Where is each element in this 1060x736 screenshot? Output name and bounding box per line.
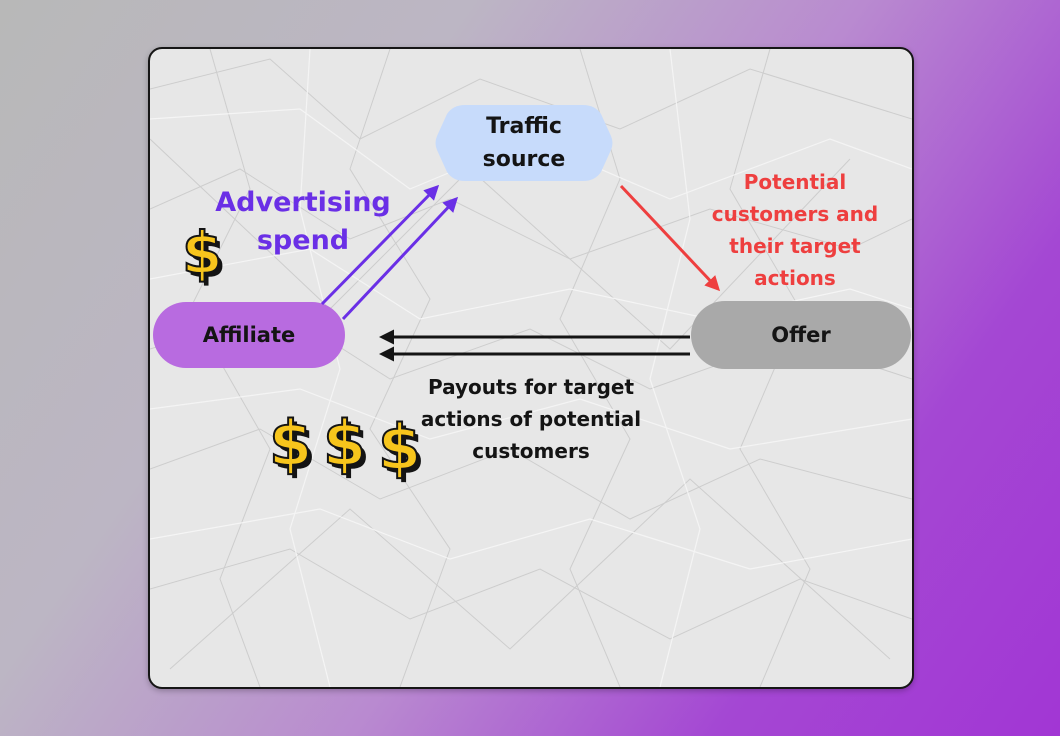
potential-customers-line4: actions [754,266,836,290]
diagram-card: Traffic source Affiliate Offer Advertisi… [148,47,914,689]
affiliate-node: Affiliate [153,302,345,368]
potential-customers-label: Potential customers and their target act… [696,166,894,294]
svg-text:$: $ [273,411,316,479]
dollar-sign-icon: $ $ [181,221,226,287]
traffic-source-node: Traffic source [435,102,613,184]
offer-label: Offer [771,323,831,347]
potential-customers-line2: customers and [711,202,879,226]
svg-text:$: $ [269,409,312,479]
advertising-spend-line1: Advertising [215,187,391,218]
payouts-label: Payouts for target actions of potential … [404,371,658,467]
payouts-line3: customers [472,439,590,463]
svg-text:$: $ [327,411,370,479]
potential-customers-line1: Potential [743,170,847,194]
dollar-sign-icon: $ $ [377,413,425,483]
dollar-sign-icon: $ $ [268,409,316,479]
potential-customers-line3: their target [729,234,861,258]
svg-text:$: $ [382,415,425,483]
crumpled-paper-texture [150,49,912,687]
payouts-line1: Payouts for target [427,375,635,399]
affiliate-label: Affiliate [202,323,296,347]
svg-text:$: $ [323,409,366,479]
traffic-source-shape [435,105,613,181]
svg-text:$: $ [186,223,226,287]
svg-text:$: $ [182,221,222,287]
offer-node: Offer [691,301,911,369]
traffic-source-label-line2: source [482,147,566,172]
svg-text:$: $ [378,413,421,483]
dollar-sign-icon: $ $ [322,409,370,479]
advertising-spend-label: Advertising spend [208,184,398,260]
payouts-line2: actions of potential [420,407,642,431]
traffic-source-label-line1: Traffic [486,114,562,139]
advertising-spend-line2: spend [256,225,350,256]
